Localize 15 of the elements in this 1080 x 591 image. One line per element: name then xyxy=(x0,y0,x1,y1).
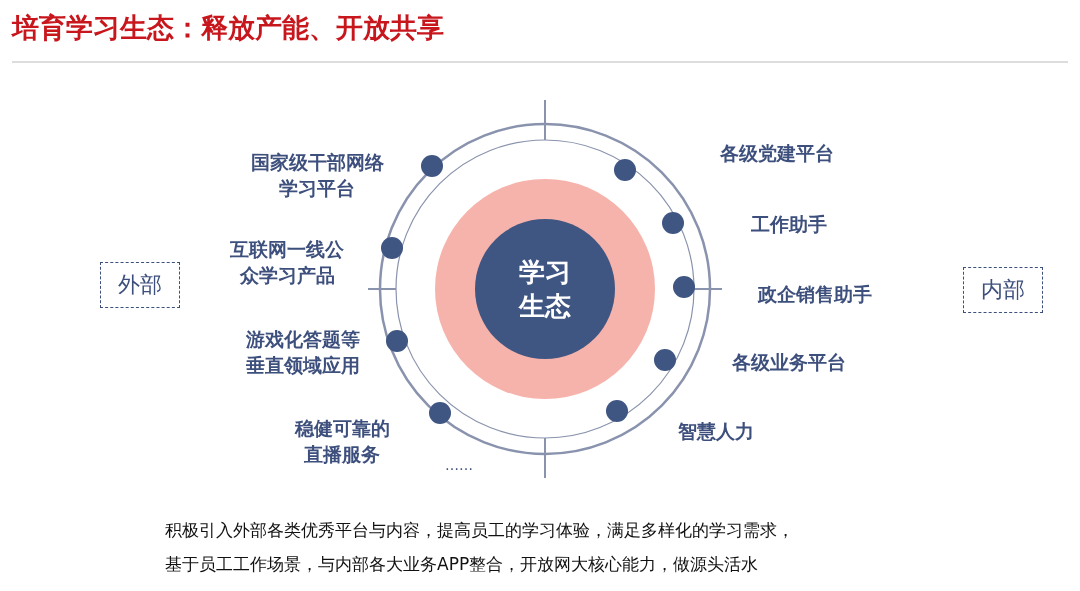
item-label: 工作助手 xyxy=(750,212,828,237)
title: 培育学习生态：释放产能、开放共享 xyxy=(12,11,444,45)
item-label: 政企销售助手 xyxy=(757,282,873,307)
dashed-label-box: 外部 xyxy=(100,262,180,308)
item-label: 互联网一线公众学习产品 xyxy=(229,237,345,288)
item-label: 游戏化答题等垂直领域应用 xyxy=(245,327,361,378)
note-text: 积极引入外部各类优秀平台与内容，提高员工的学习体验，满足多样化的学习需求， xyxy=(165,519,794,542)
ellipsis: …… xyxy=(444,456,474,475)
dashed-label-box: 内部 xyxy=(963,267,1043,313)
item-label: 稳健可靠的直播服务 xyxy=(293,416,391,467)
item-label: 各级党建平台 xyxy=(719,141,835,166)
item-label: 智慧人力 xyxy=(677,419,755,444)
note-text: 基于员工工作场景，与内部各大业务APP整合，开放网大核心能力，做源头活水 xyxy=(165,553,759,576)
item-label: 国家级干部网络学习平台 xyxy=(249,150,385,201)
item-label: 各级业务平台 xyxy=(731,350,847,375)
